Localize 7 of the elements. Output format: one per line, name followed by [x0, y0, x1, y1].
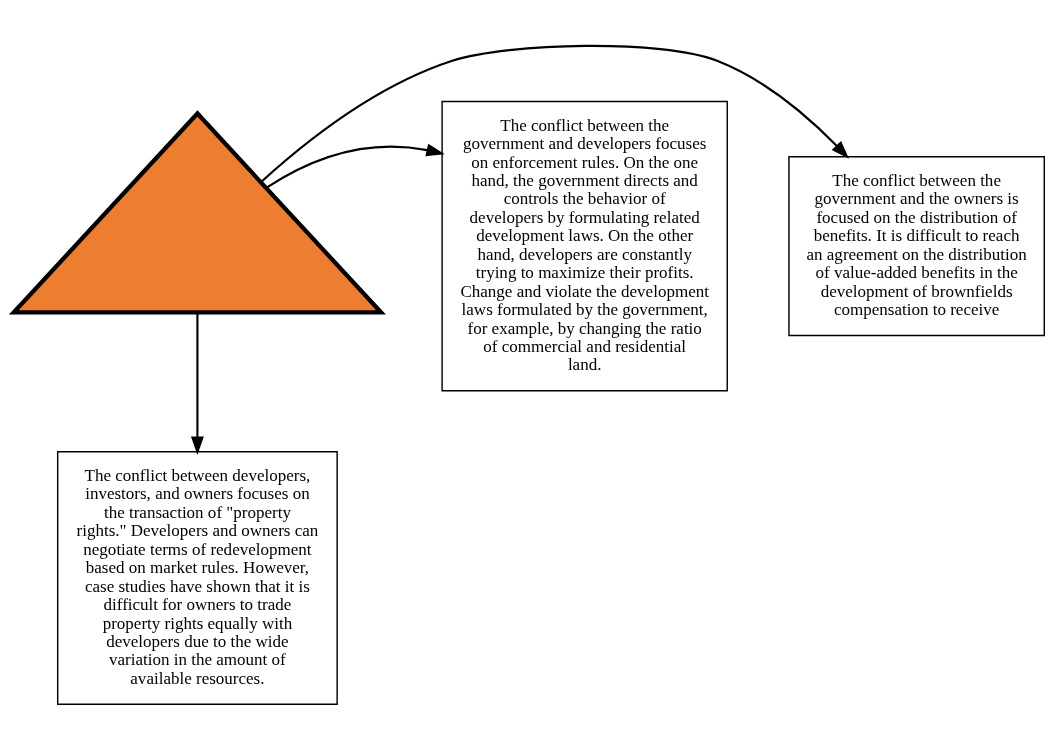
node-box: The conflict between the government and developers focuses on enforcement rules. On the one hand, the government directs and controls the behavior of developers by formulating related development laws. On the other hand, developers are constantly trying to maximize their profits. Change and violate the development laws formulated by the government, for example, by changing the ratio of commercial and residential land.	[441, 100, 728, 392]
node-triangle	[8, 110, 386, 315]
arrow	[190, 312, 204, 456]
node-box: The conflict between the government and the owners is focused on the distribution of benefits. It is difficult to reach an agreement on the distribution of value-added benefits in the development of brownfields compensation to receive	[788, 156, 1045, 337]
arrow	[265, 143, 445, 189]
node-box: The conflict between developers, investors, and owners focuses on the transaction of "property rights." Developers and owners can negotiate terms of redevelopment based on market rules. However, case studies have shown that it is difficult for owners to trade property rights equally with developers due to the wide variation in the amount of available resources.	[56, 451, 338, 706]
arrow	[260, 44, 850, 183]
